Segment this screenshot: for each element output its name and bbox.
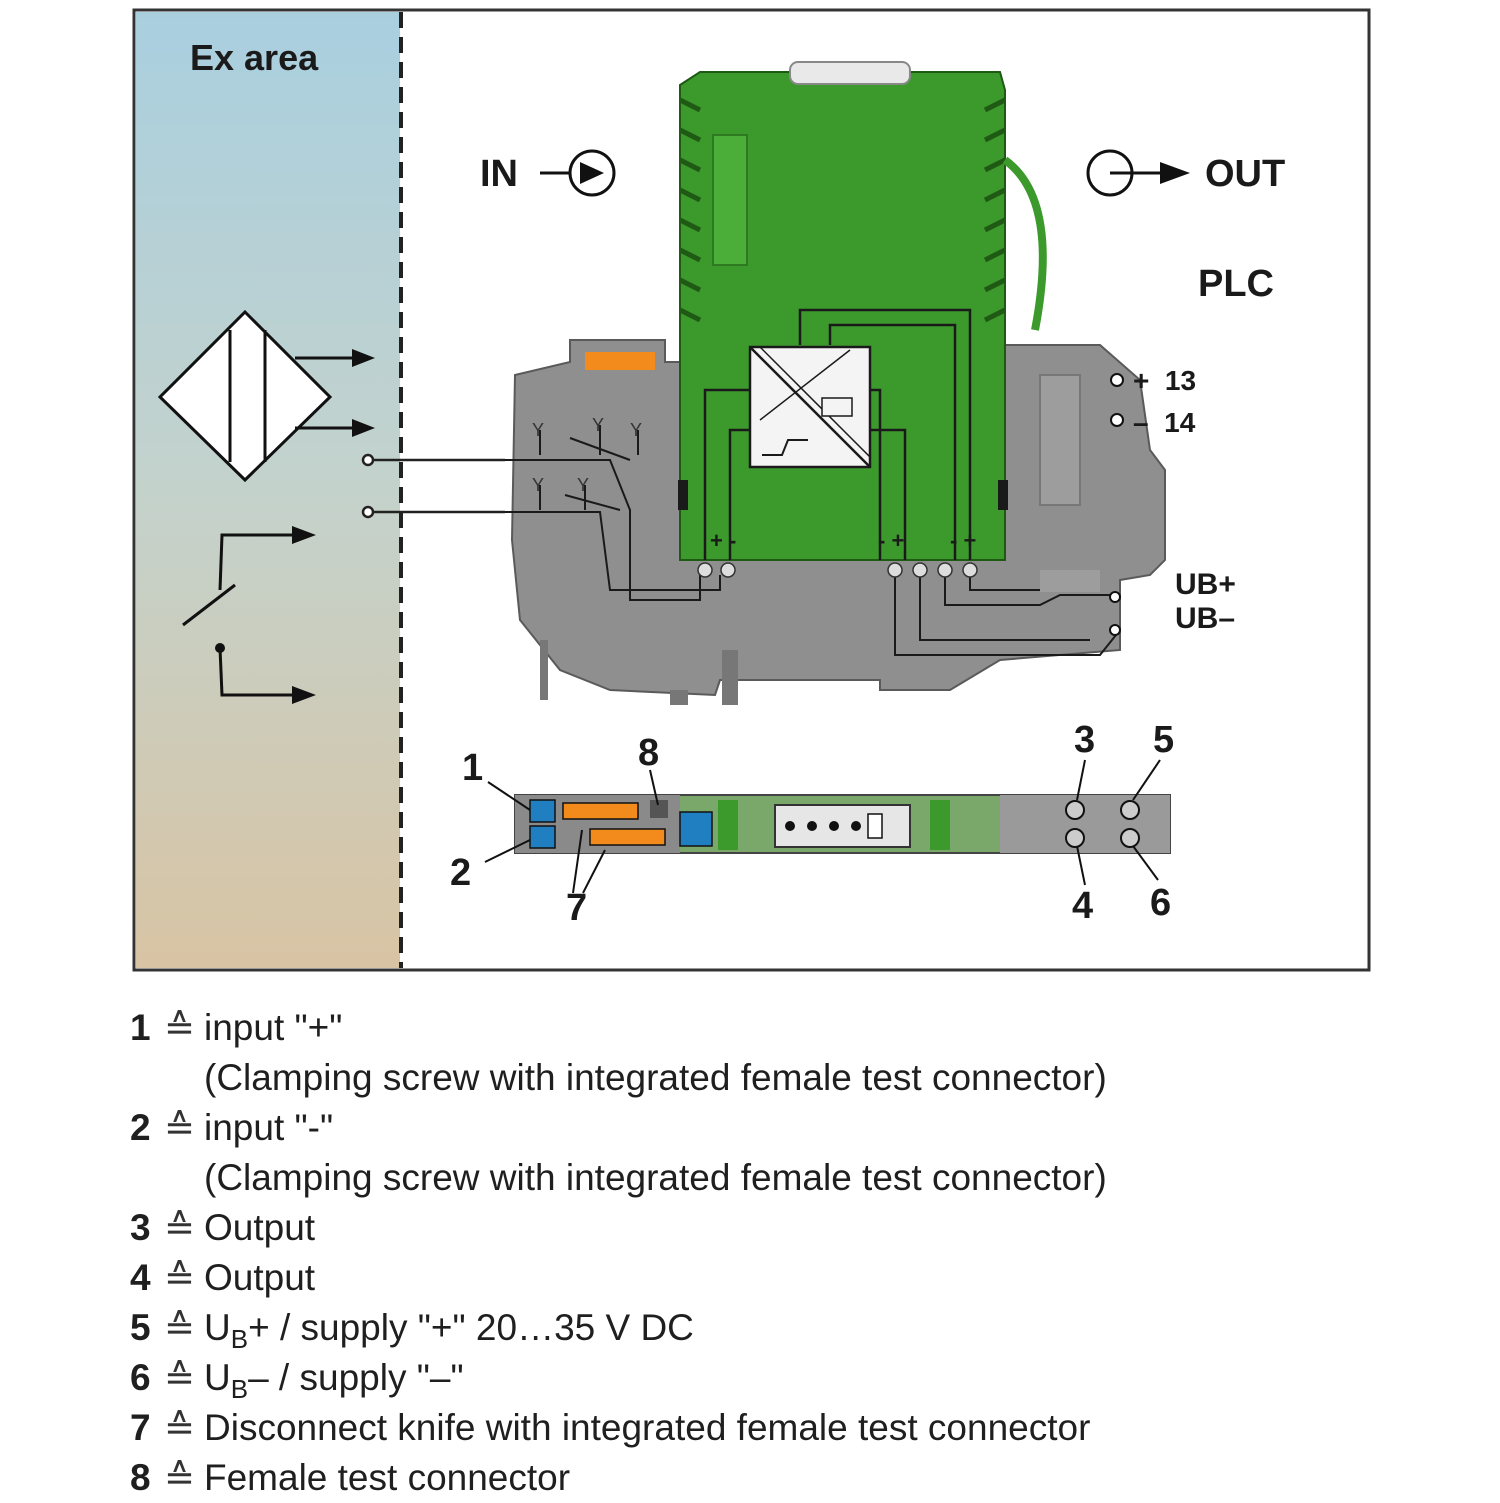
legend-item-4: 4 ≙ Output: [130, 1257, 316, 1298]
svg-text:OUT: OUT: [1205, 153, 1285, 195]
legend-item-6: 6 ≙ UB– / supply "–": [130, 1357, 464, 1404]
svg-text:UB–: UB–: [1175, 602, 1235, 635]
input-wires: [361, 453, 505, 519]
proximity-sensor-icon: [157, 309, 375, 483]
legend-item-2: 2 ≙ input "-": [130, 1107, 334, 1148]
legend-item-1-note: (Clamping screw with integrated female t…: [204, 1057, 1107, 1098]
legend-item-3: 3 ≙ Output: [130, 1207, 316, 1248]
wiring-diagram: Ex area: [132, 8, 1371, 972]
svg-text:Y: Y: [577, 475, 589, 495]
svg-text:Y: Y: [532, 475, 544, 495]
svg-text:IN: IN: [480, 153, 518, 195]
svg-text:UB+: UB+: [1175, 568, 1236, 601]
legend-item-7: 7 ≙ Disconnect knife with integrated fem…: [130, 1407, 1091, 1448]
green-module: + - - + - +: [678, 61, 1047, 578]
input-signal-icon: IN: [480, 149, 616, 197]
callout-leaders: [484, 759, 1161, 894]
svg-text:Y: Y: [532, 420, 544, 440]
legend-item-8: 8 ≙ Female test connector: [130, 1457, 571, 1498]
svg-text:+ -: + -: [710, 528, 736, 553]
svg-text:- +: - +: [878, 528, 904, 553]
terminal-housing: Y Y Y Y Y: [505, 339, 1166, 705]
callout-numbers: 1 2 3 4 5 6 7 8: [450, 719, 1174, 929]
svg-text:Y: Y: [630, 420, 642, 440]
legend-item-5: 5 ≙ UB+ / supply "+" 20…35 V DC: [130, 1307, 694, 1354]
legend-item-1: 1 ≙ input "+": [130, 1007, 343, 1048]
svg-text:2: 2: [450, 852, 471, 894]
svg-text:4: 4: [1072, 885, 1093, 927]
legend: 1 ≙ input "+" (Clamping screw with integ…: [130, 1003, 1430, 1503]
svg-text:8: 8: [638, 732, 659, 774]
output-terminals: + 13 – 14: [1110, 365, 1196, 438]
svg-text:7: 7: [566, 887, 587, 929]
module-top-view: [514, 794, 1171, 854]
svg-text:– 14: – 14: [1133, 407, 1196, 438]
switch-contact-icon: [182, 526, 316, 704]
svg-text:3: 3: [1074, 719, 1095, 761]
plc-label: PLC: [1198, 263, 1274, 305]
supply-terminals: UB+ UB–: [1109, 568, 1236, 636]
svg-text:5: 5: [1153, 719, 1174, 761]
ex-area-zone: [136, 12, 400, 968]
ex-area-label: Ex area: [190, 37, 319, 78]
svg-text:1: 1: [462, 747, 483, 789]
svg-text:6: 6: [1150, 882, 1171, 924]
output-signal-icon: OUT: [1086, 149, 1285, 197]
svg-text:Y: Y: [592, 415, 604, 435]
svg-text:+ 13: + 13: [1133, 365, 1196, 396]
legend-item-2-note: (Clamping screw with integrated female t…: [204, 1157, 1107, 1198]
svg-text:- +: - +: [950, 528, 976, 553]
